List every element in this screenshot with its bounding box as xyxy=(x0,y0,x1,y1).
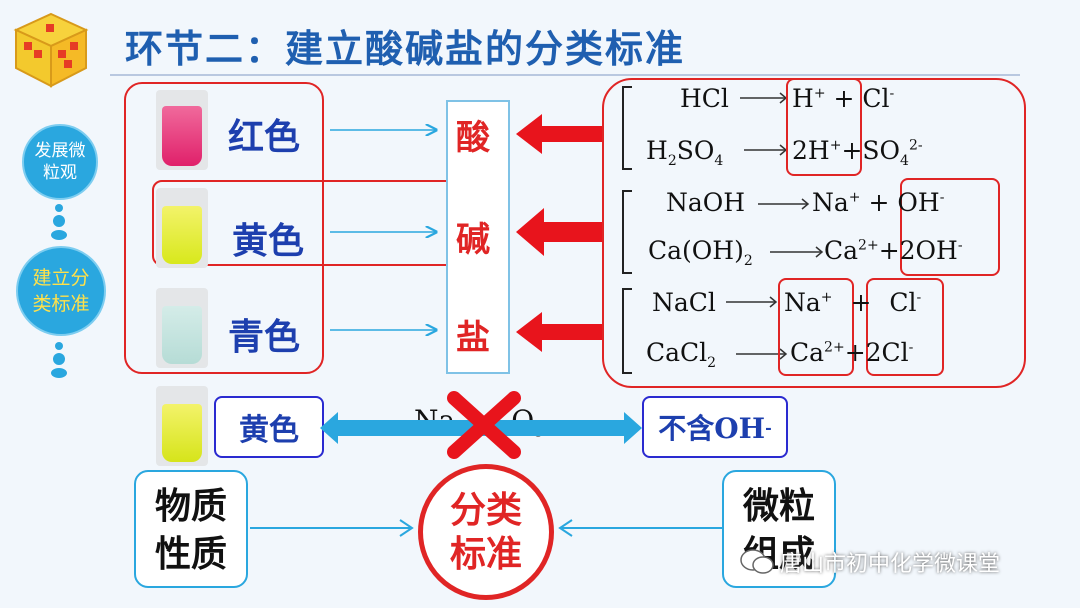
right-to-center-arrow xyxy=(558,519,722,537)
nav-dots-lower xyxy=(48,342,70,381)
category-base: 碱 xyxy=(456,220,490,260)
logo-cube-icon xyxy=(13,12,89,88)
eq-h2so4-products: 2H++SO42- xyxy=(792,136,923,169)
title-divider xyxy=(110,74,1020,76)
eq-caoh2-products: Ca2++2OH- xyxy=(824,236,963,265)
category-salt: 盐 xyxy=(456,318,490,358)
eq-hcl: HCl xyxy=(680,84,729,113)
eq-naoh-products: Na+ + OH- xyxy=(812,188,945,217)
eq-nacl: NaCl xyxy=(652,288,716,317)
cross-x-icon xyxy=(447,391,521,459)
eq-h2so4: H2SO4 xyxy=(646,136,724,169)
oh-ion-highlight xyxy=(900,178,1000,276)
color-group-box xyxy=(124,82,324,374)
page-title: 环节二：建立酸碱盐的分类标准 xyxy=(125,27,686,71)
cyan-solution-tube xyxy=(156,288,208,368)
particle-box: 微粒组成 xyxy=(722,470,836,588)
salt-bracket xyxy=(622,288,632,374)
category-acid: 酸 xyxy=(456,118,490,158)
no-oh-label: 不含OH- xyxy=(642,396,788,458)
wechat-icon xyxy=(740,549,774,574)
eq-naoh: NaOH xyxy=(666,188,746,217)
label-arrows xyxy=(330,118,440,358)
acid-radical-highlight xyxy=(866,278,944,376)
label-red: 红色 xyxy=(228,116,301,158)
label-yellow: 黄色 xyxy=(232,220,305,262)
eq-caoh2: Ca(OH)2 xyxy=(648,236,753,269)
criterion-circle: 分类标准 xyxy=(418,464,554,600)
bottom-yellow-label: 黄色 xyxy=(214,396,324,458)
eq-nacl-products: Na+ + Cl- xyxy=(784,288,922,317)
base-bracket xyxy=(622,190,632,274)
watermark: 唐山市初中化学微课堂 xyxy=(740,546,1000,578)
red-solution-tube xyxy=(156,90,208,170)
equation-arrows xyxy=(726,92,824,360)
category-column xyxy=(446,100,510,374)
left-to-center-arrow xyxy=(250,519,414,537)
metal-ion-highlight xyxy=(778,278,854,376)
eq-cacl2: CaCl2 xyxy=(646,338,717,371)
label-cyan: 青色 xyxy=(228,316,301,358)
yellow-solution-tube-bottom xyxy=(156,386,208,466)
nav-bubble-develop-view[interactable]: 发展微粒观 xyxy=(22,124,98,200)
nav-dots xyxy=(48,204,70,243)
yellow-solution-tube xyxy=(156,188,208,268)
acid-bracket xyxy=(622,86,632,170)
property-box: 物质性质 xyxy=(134,470,248,588)
eq-hcl-products: H+ + Cl- xyxy=(792,84,895,113)
nav-bubble-build-criteria[interactable]: 建立分类标准 xyxy=(16,246,106,336)
h-ion-highlight xyxy=(786,78,862,176)
eq-cacl2-products: Ca2++2Cl- xyxy=(790,338,914,367)
thick-red-arrows xyxy=(516,114,604,352)
